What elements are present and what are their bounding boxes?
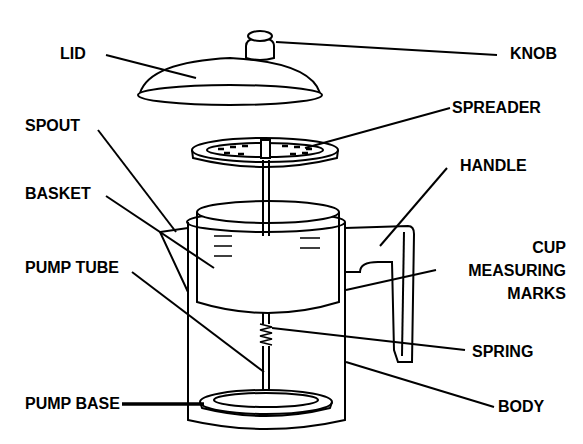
part-label: KNOB	[510, 42, 557, 65]
part-label: BASKET	[25, 182, 91, 205]
pump-base-drawing	[200, 390, 332, 416]
part-label: SPREADER	[452, 96, 541, 119]
part-label: PUMP TUBE	[25, 256, 119, 279]
part-label: PUMP BASE	[25, 392, 120, 415]
body-drawing	[160, 212, 414, 429]
part-label: SPOUT	[25, 114, 80, 137]
pump-tube-drawing	[260, 160, 272, 398]
leader-lines	[98, 42, 497, 407]
part-label: BODY	[498, 395, 544, 418]
part-label: CUP MEASURING MARKS	[466, 236, 566, 305]
part-label: LID	[60, 42, 86, 65]
spreader-drawing	[192, 138, 338, 167]
part-label: SPRING	[472, 340, 533, 363]
part-label: HANDLE	[460, 154, 527, 177]
